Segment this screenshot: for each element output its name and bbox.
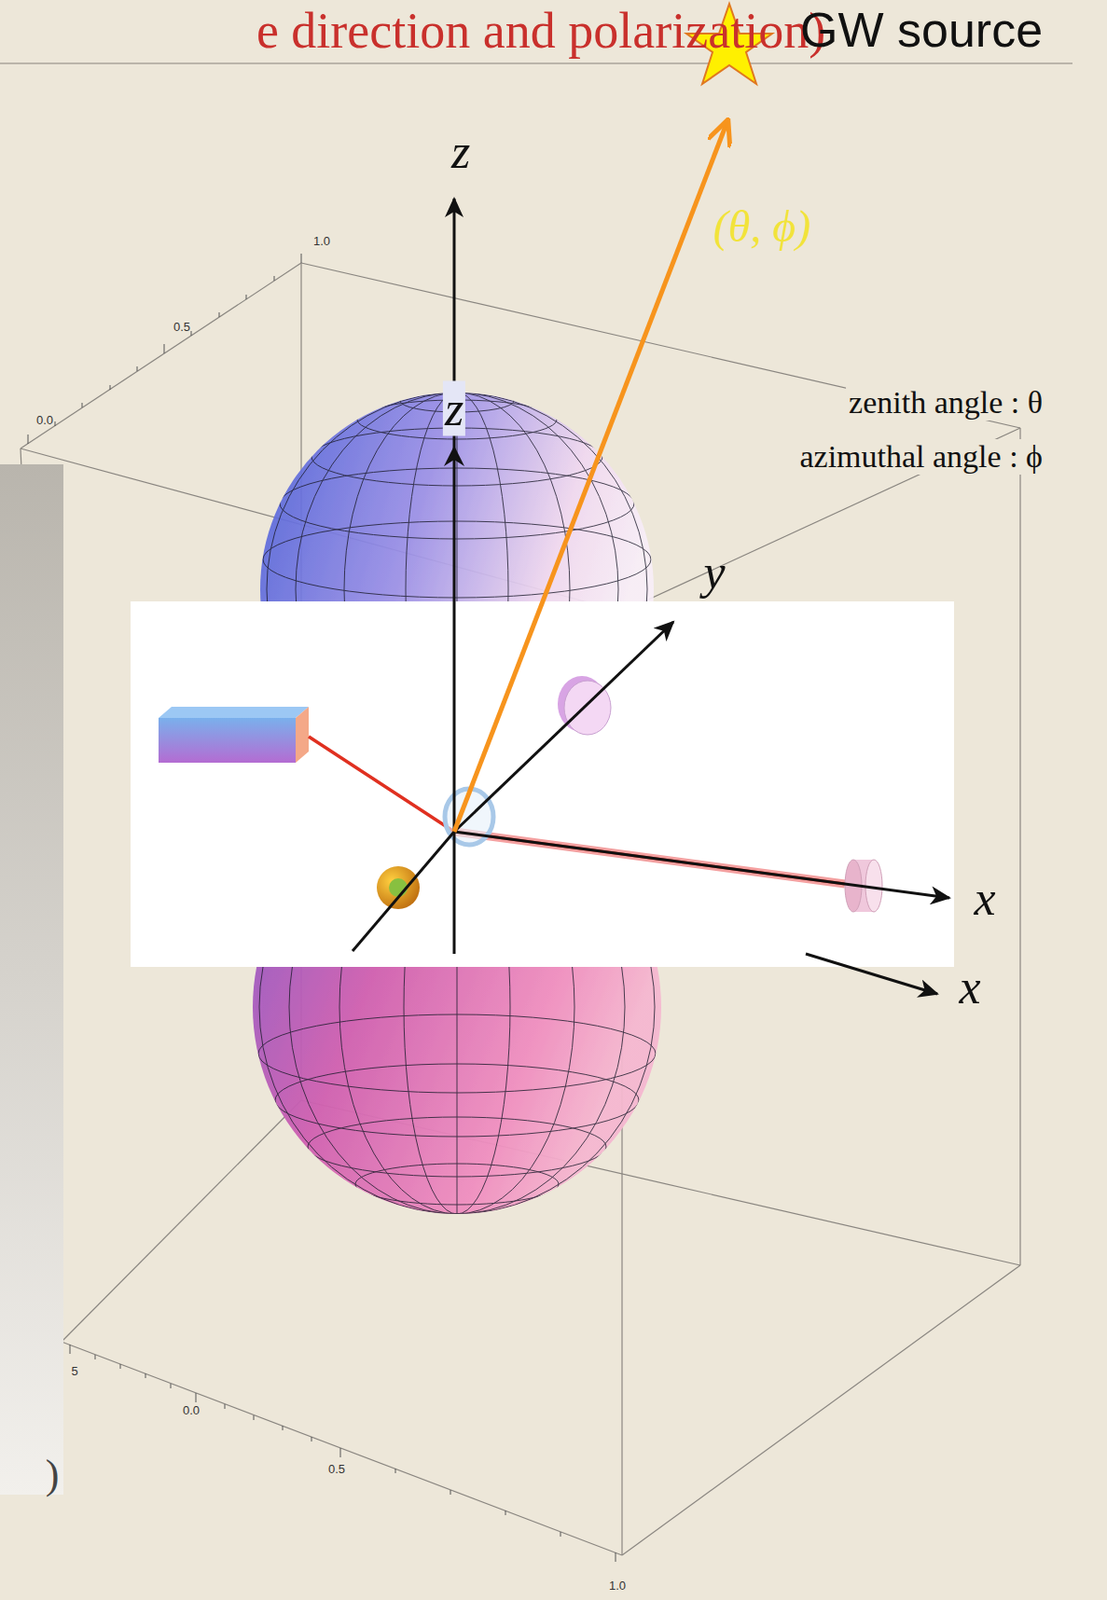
plot-x-axis [805,954,938,995]
z-axis [453,198,457,955]
tick-label: 1.0 [313,234,331,249]
box-edge [61,1100,302,1343]
box-edge [1019,428,1021,1266]
tick-label: 5 [70,1364,78,1379]
axis-label: y [703,544,725,600]
detector-sphere [376,866,420,910]
tick-label: 1.0 [608,1578,626,1593]
tick-label: 0.5 [173,319,191,334]
source-direction-arrow [454,121,728,832]
tick-label: 0.0 [182,1403,200,1418]
side-panel [0,464,64,1495]
tick-label: 0.5 [328,1462,346,1477]
plot-z-arrowhead [443,445,465,467]
axis-extension [352,831,455,952]
laser-source [158,706,309,763]
axis-label: x [958,959,981,1015]
y-axis [454,622,674,832]
photo-detector [376,866,420,910]
axis-label: z [442,381,466,437]
x-axis [454,831,950,899]
box-edge [622,1265,1021,1556]
panel-fragment: ) [45,1451,60,1499]
slide-heading: e direction and polarization) [256,1,826,60]
axis-label: z [451,124,471,180]
angle-note: zenith angle : θ [845,385,1046,421]
tick-label: 0.0 [36,413,54,428]
axis-label: x [973,871,996,927]
slide-rule [0,62,1073,65]
angle-label: (θ, ϕ) [713,200,811,252]
angle-note: azimuthal angle : ϕ [796,439,1046,475]
laser-face [158,718,296,763]
source-label: GW source [800,1,1043,58]
laser-beam [308,736,455,832]
laser-top [158,706,309,719]
laser-end [295,706,309,763]
box-edge [20,262,302,449]
inset-panel [130,601,955,968]
